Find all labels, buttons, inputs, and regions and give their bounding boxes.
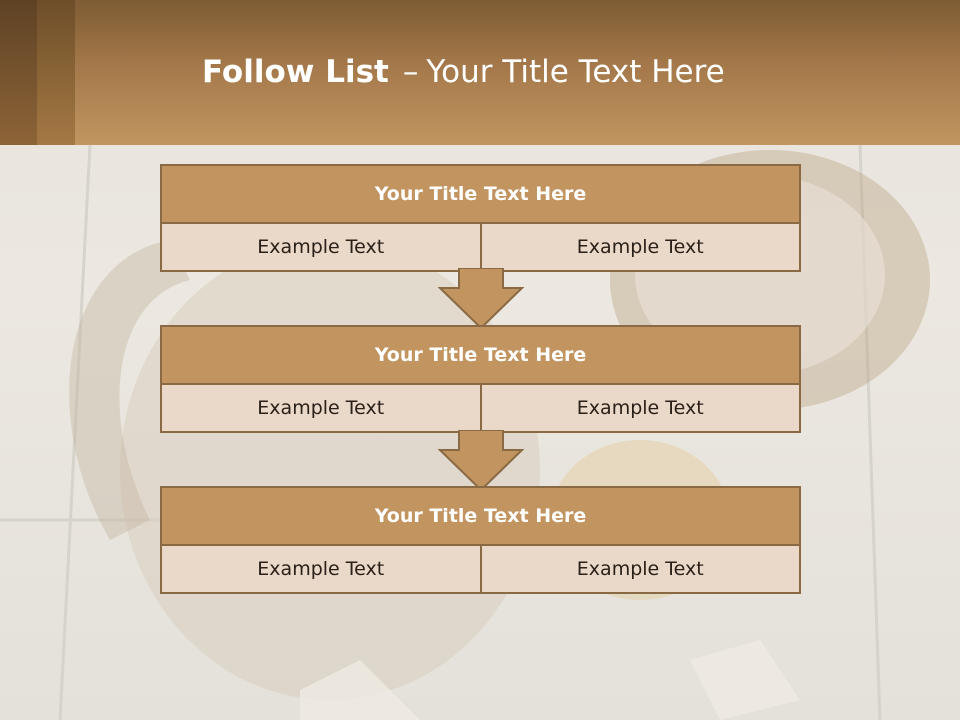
- slide-title-rest: Your Title Text Here: [426, 54, 725, 90]
- block-row: Example Text Example Text: [162, 546, 799, 592]
- block-title: Your Title Text Here: [162, 327, 799, 385]
- follow-block-3: Your Title Text Here Example Text Exampl…: [160, 486, 801, 594]
- block-cell-right: Example Text: [479, 546, 799, 592]
- down-arrow-icon: [438, 268, 524, 330]
- follow-block-1: Your Title Text Here Example Text Exampl…: [160, 164, 801, 272]
- block-title: Your Title Text Here: [162, 488, 799, 546]
- block-row: Example Text Example Text: [162, 385, 799, 431]
- slide-title-separator: –: [402, 54, 419, 90]
- slide-title-bold: Follow List: [202, 54, 389, 90]
- down-arrow-icon: [438, 430, 524, 492]
- header-accent-mid: [37, 0, 75, 145]
- block-cell-left: Example Text: [162, 385, 480, 431]
- block-row: Example Text Example Text: [162, 224, 799, 270]
- follow-block-2: Your Title Text Here Example Text Exampl…: [160, 325, 801, 433]
- block-cell-left: Example Text: [162, 546, 480, 592]
- block-cell-right: Example Text: [479, 385, 799, 431]
- header-accent-dark: [0, 0, 37, 145]
- block-title: Your Title Text Here: [162, 166, 799, 224]
- block-cell-right: Example Text: [479, 224, 799, 270]
- header-banner: Follow List–Your Title Text Here: [0, 0, 960, 145]
- block-cell-left: Example Text: [162, 224, 480, 270]
- slide-title: Follow List–Your Title Text Here: [202, 54, 725, 98]
